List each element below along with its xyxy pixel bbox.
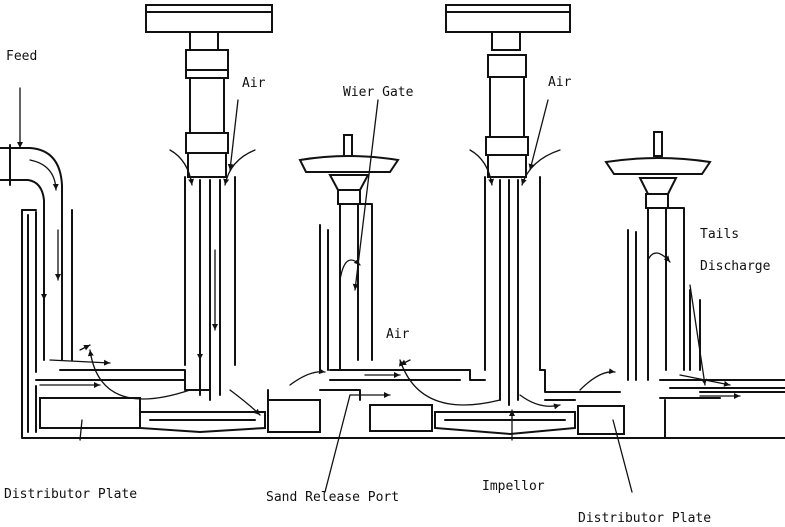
label-air-middle: Air (386, 327, 410, 342)
feed-well (35, 209, 111, 373)
label-air-right: Air (548, 75, 572, 90)
label-wier-gate: Wier Gate (343, 85, 414, 100)
tails-discharge (659, 284, 785, 439)
motor-assembly-left (145, 4, 273, 401)
label-feed: Feed (6, 49, 37, 64)
label-discharge: Discharge (700, 259, 771, 274)
middle-channel (329, 359, 486, 432)
feed-pipe (0, 87, 63, 361)
impeller-left (139, 411, 266, 434)
tank-body (21, 209, 785, 439)
label-impellor: Impellor (482, 479, 545, 494)
label-sand-release-port: Sand Release Port (266, 490, 399, 505)
right-partition (539, 368, 625, 435)
weir-gate-left (298, 99, 400, 371)
weir-gate-right (604, 131, 712, 381)
label-leaders (612, 419, 633, 493)
label-distributor-plate-right: Distributor Plate (578, 511, 711, 526)
impeller-right (434, 411, 576, 436)
air-arrows-right (399, 99, 561, 441)
label-distributor-plate-left: Distributor Plate (4, 487, 137, 502)
label-tails: Tails (700, 227, 739, 242)
sand-release-port (267, 368, 391, 493)
air-arrows-left (87, 99, 261, 416)
label-air-left: Air (242, 76, 266, 91)
distributor-plate-left (39, 397, 141, 441)
motor-assembly-right (445, 4, 571, 406)
